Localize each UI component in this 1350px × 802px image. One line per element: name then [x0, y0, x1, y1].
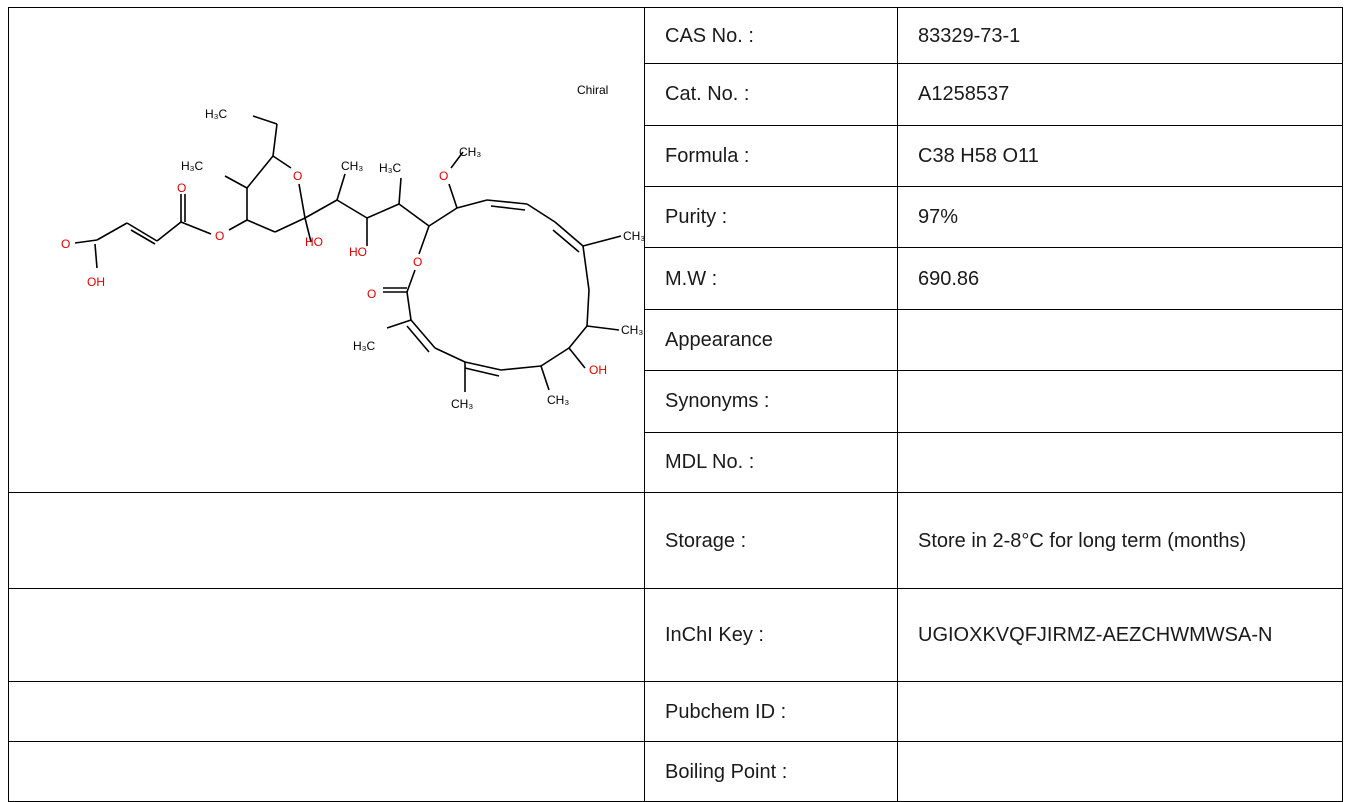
chiral-label: Chiral: [577, 83, 608, 97]
property-label: Cat. No. :: [644, 63, 898, 126]
property-label: CAS No. :: [644, 6, 898, 65]
atom-label: H₃C: [181, 159, 204, 173]
blank-cell: [8, 492, 645, 589]
atom-label: OH: [589, 363, 607, 377]
atom-label: CH₃: [623, 229, 645, 243]
atom-label: H₃C: [205, 107, 228, 121]
structure-cell: Chiral H₃C H₃C CH₃ H₃C CH₃ O O O HO HO O…: [8, 7, 645, 493]
property-value: 690.86: [897, 247, 1343, 310]
property-value: A1258537: [897, 63, 1343, 126]
atom-label: O: [439, 169, 448, 183]
spec-row-mw: M.W : 690.86: [9, 247, 1343, 310]
atom-label: O: [177, 181, 186, 195]
product-spec-sheet: Chiral H₃C H₃C CH₃ H₃C CH₃ O O O HO HO O…: [8, 6, 1348, 802]
atom-label: CH₃: [621, 323, 643, 337]
property-value: C38 H58 O11: [897, 124, 1343, 188]
spec-row-pubchem: Pubchem ID :: [8, 681, 1343, 742]
property-value: UGIOXKVQFJIRMZ-AEZCHWMWSA-N: [897, 588, 1343, 682]
spec-row-appearance: Appearance: [9, 308, 1343, 372]
property-value: [897, 741, 1343, 802]
spec-row-synonyms: Synonyms :: [9, 370, 1343, 433]
property-value: [897, 308, 1343, 372]
atom-label: O: [367, 287, 376, 301]
property-label: Appearance: [644, 308, 898, 372]
property-value: 97%: [897, 186, 1343, 249]
property-value: [897, 681, 1343, 742]
property-label: Boiling Point :: [644, 741, 898, 802]
chemical-structure-diagram: Chiral H₃C H₃C CH₃ H₃C CH₃ O O O HO HO O…: [61, 83, 645, 411]
atom-label: CH₃: [459, 145, 481, 159]
property-label: InChI Key :: [644, 588, 898, 682]
property-value: 83329-73-1: [897, 6, 1343, 65]
blank-cell: [8, 588, 645, 682]
atom-label: O: [61, 237, 70, 251]
property-label: Purity :: [644, 186, 898, 249]
atom-label: O: [215, 229, 224, 243]
atom-label: H₃C: [379, 161, 402, 175]
atom-label: HO: [349, 245, 367, 259]
spec-row-mdl: MDL No. :: [9, 431, 1343, 494]
property-value: [897, 431, 1343, 494]
spec-row-cas: Chiral H₃C H₃C CH₃ H₃C CH₃ O O O HO HO O…: [8, 6, 1343, 493]
atom-label: O: [413, 255, 422, 269]
property-label: Formula :: [644, 124, 898, 188]
spec-row-storage: Storage : Store in 2-8°C for long term (…: [8, 492, 1343, 589]
property-label: M.W :: [644, 247, 898, 310]
spec-row-formula: Formula : C38 H58 O11: [9, 124, 1343, 188]
spec-row-boiling: Boiling Point :: [8, 741, 1343, 802]
atom-label: H₃C: [353, 339, 376, 353]
property-label: MDL No. :: [644, 431, 898, 494]
atom-label: CH₃: [341, 159, 363, 173]
property-label: Storage :: [644, 492, 898, 589]
blank-cell: [8, 681, 645, 742]
blank-cell: [8, 741, 645, 802]
atom-label: HO: [305, 235, 323, 249]
spec-table: Chiral H₃C H₃C CH₃ H₃C CH₃ O O O HO HO O…: [8, 6, 1343, 802]
property-value: [897, 370, 1343, 433]
atom-label: CH₃: [451, 397, 473, 411]
atom-label: OH: [87, 275, 105, 289]
property-label: Synonyms :: [644, 370, 898, 433]
property-label: Pubchem ID :: [644, 681, 898, 742]
spec-row-cat: Cat. No. : A1258537: [9, 63, 1343, 126]
property-value: Store in 2-8°C for long term (months): [897, 492, 1343, 589]
atom-label: O: [293, 169, 302, 183]
atom-label: CH₃: [547, 393, 569, 407]
spec-row-inchi: InChI Key : UGIOXKVQFJIRMZ-AEZCHWMWSA-N: [8, 588, 1343, 682]
